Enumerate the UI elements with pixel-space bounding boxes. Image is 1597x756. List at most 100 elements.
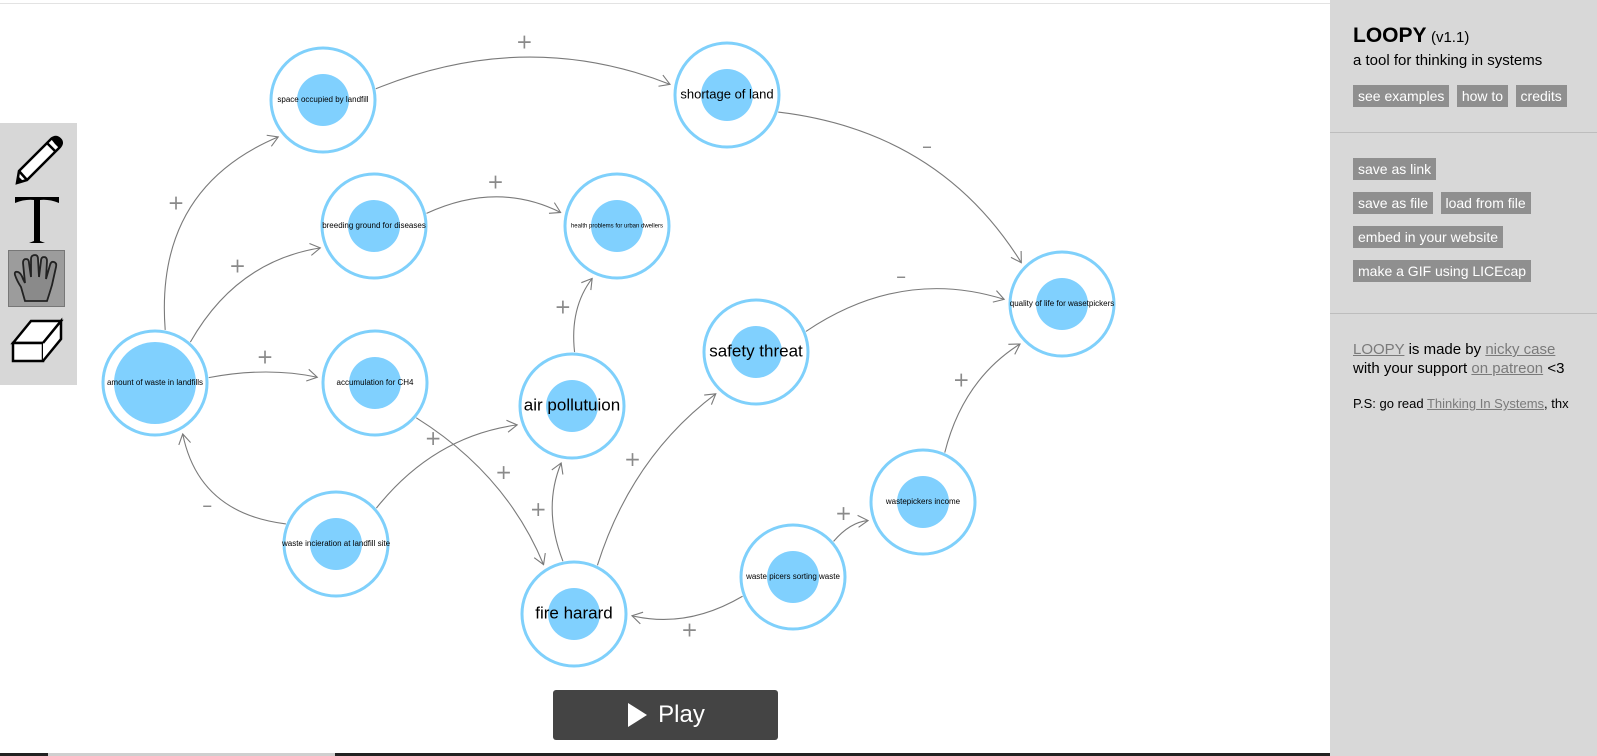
- graph-canvas[interactable]: +++++–+––+++++++ amount of waste in land…: [0, 0, 1330, 756]
- ps-prefix: P.S: go read: [1353, 396, 1424, 411]
- edge-ch4-to-fire[interactable]: [415, 417, 545, 565]
- node-shortage[interactable]: shortage of land: [673, 41, 781, 149]
- node-core[interactable]: [348, 200, 400, 252]
- loopy-link[interactable]: LOOPY: [1353, 341, 1405, 358]
- edge-sorting-to-fire[interactable]: [631, 595, 743, 621]
- edge-polarity-label: +: [624, 447, 641, 471]
- arrowhead: [1008, 343, 1021, 355]
- made-by-text: is made by: [1408, 341, 1482, 358]
- save-as-link-button[interactable]: save as link: [1353, 158, 1437, 180]
- node-core[interactable]: [114, 342, 196, 424]
- node-income[interactable]: wastepickers income: [869, 448, 977, 556]
- node-sorting[interactable]: waste picers sorting waste: [739, 523, 847, 631]
- edge-polarity-label: +: [530, 497, 547, 521]
- node-core[interactable]: [1036, 278, 1088, 330]
- edge-landfill_waste-to-space[interactable]: [163, 136, 279, 331]
- edge-shortage-to-quality[interactable]: [778, 111, 1022, 263]
- author-link[interactable]: nicky case: [1485, 341, 1556, 358]
- nodes-layer: amount of waste in landfills space occupi…: [101, 41, 1116, 668]
- edge-polarity-label: –: [922, 134, 932, 158]
- arrowhead: [266, 134, 280, 147]
- node-core[interactable]: [767, 551, 819, 603]
- patreon-link[interactable]: on patreon: [1471, 360, 1544, 377]
- top-border: [0, 0, 1330, 4]
- node-core[interactable]: [591, 200, 643, 252]
- node-breeding[interactable]: breeding ground for diseases: [320, 172, 428, 280]
- sidebar: LOOPY (v1.1) a tool for thinking in syst…: [1330, 0, 1597, 756]
- arrowhead: [551, 461, 564, 475]
- how-to-button[interactable]: how to: [1456, 85, 1509, 107]
- arrowhead: [630, 611, 644, 625]
- arrowhead: [548, 202, 562, 214]
- arrowhead: [704, 393, 717, 405]
- bottom-bar-segment: [335, 753, 1330, 756]
- node-core[interactable]: [897, 476, 949, 528]
- edge-polarity-label: +: [257, 345, 274, 369]
- node-quality[interactable]: quality of life for wasetpickers: [1008, 250, 1116, 358]
- edge-polarity-label: –: [896, 264, 906, 288]
- edge-fire-to-air[interactable]: [551, 462, 564, 562]
- node-core[interactable]: [349, 357, 401, 409]
- make-gif-button[interactable]: make a GIF using LICEcap: [1353, 260, 1532, 282]
- edge-incineration-to-landfill_waste[interactable]: [182, 433, 286, 525]
- load-from-file-button[interactable]: load from file: [1440, 192, 1531, 214]
- edge-sorting-to-income[interactable]: [833, 520, 869, 542]
- node-fire[interactable]: fire harard: [520, 560, 628, 668]
- text-tool[interactable]: [8, 190, 65, 247]
- arrowhead: [178, 432, 191, 446]
- node-safety[interactable]: safety threat: [702, 298, 810, 406]
- edge-fire-to-safety[interactable]: [596, 393, 717, 566]
- app-header: LOOPY (v1.1) a tool for thinking in syst…: [1330, 24, 1597, 107]
- bottom-bar: [0, 753, 1330, 756]
- node-ch4[interactable]: accumulation for CH4: [321, 329, 429, 437]
- edge-safety-to-quality[interactable]: [805, 288, 1005, 332]
- node-label: accumulation for CH4: [337, 378, 414, 387]
- support-text: with your support: [1353, 360, 1468, 377]
- edge-polarity-label: +: [168, 191, 185, 215]
- sidebar-divider: [1330, 313, 1597, 314]
- arrowhead: [992, 290, 1006, 303]
- node-air[interactable]: air pollutuion: [518, 352, 626, 460]
- node-core[interactable]: [546, 380, 598, 432]
- edge-polarity-label: +: [229, 253, 246, 277]
- node-label: health problems for urban dwellers: [571, 224, 663, 230]
- edge-space-to-shortage[interactable]: [375, 56, 671, 90]
- save-as-file-button[interactable]: save as file: [1353, 192, 1434, 214]
- hand-tool[interactable]: [8, 250, 65, 307]
- node-label: space occupied by landfill: [277, 95, 368, 104]
- node-core[interactable]: [548, 588, 600, 640]
- edge-income-to-quality[interactable]: [944, 343, 1021, 453]
- edge-landfill_waste-to-ch4[interactable]: [208, 371, 318, 379]
- edge-incineration-to-air[interactable]: [375, 424, 518, 509]
- node-landfill_waste[interactable]: amount of waste in landfills: [101, 329, 209, 437]
- see-examples-button[interactable]: see examples: [1353, 85, 1450, 107]
- node-incineration[interactable]: waste incieration at landfill site: [281, 490, 391, 598]
- edge-landfill_waste-to-breeding[interactable]: [189, 247, 321, 343]
- credits-button[interactable]: credits: [1515, 85, 1567, 107]
- credits-section: LOOPY is made by nicky case with your su…: [1330, 340, 1597, 411]
- node-core[interactable]: [297, 74, 349, 126]
- node-core[interactable]: [701, 69, 753, 121]
- header-buttons: see examples how to credits: [1353, 85, 1597, 107]
- embed-button[interactable]: embed in your website: [1353, 226, 1504, 248]
- eraser-tool[interactable]: [8, 310, 65, 367]
- play-button[interactable]: Play: [553, 690, 778, 740]
- edge-polarity-label: +: [495, 460, 512, 484]
- hand-icon: [13, 253, 57, 302]
- arrowhead: [857, 514, 870, 528]
- arrowhead: [581, 277, 593, 291]
- book-link[interactable]: Thinking In Systems: [1426, 396, 1545, 411]
- node-label: wastepickers income: [885, 497, 961, 506]
- node-core[interactable]: [310, 518, 362, 570]
- node-space[interactable]: space occupied by landfill: [269, 46, 377, 154]
- pencil-tool[interactable]: [8, 130, 65, 187]
- edge-polarity-label: +: [487, 169, 504, 193]
- node-label: amount of waste in landfills: [107, 378, 203, 387]
- edge-air-to-health[interactable]: [573, 278, 593, 353]
- sidebar-divider: [1330, 132, 1597, 133]
- edge-breeding-to-health[interactable]: [426, 196, 561, 214]
- node-core[interactable]: [730, 326, 782, 378]
- node-health[interactable]: health problems for urban dwellers: [563, 172, 671, 280]
- edge-polarity-label: +: [835, 501, 852, 525]
- tool-palette: [0, 123, 77, 385]
